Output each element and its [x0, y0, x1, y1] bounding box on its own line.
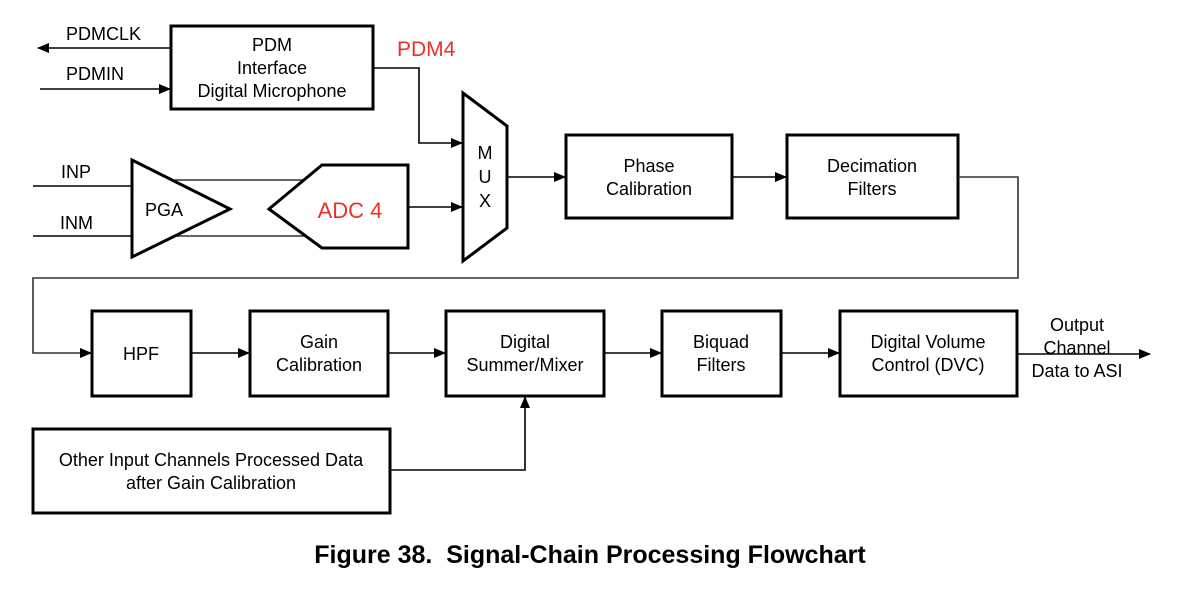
digital-summer-label-2: Summer/Mixer: [466, 355, 583, 375]
pga-block: PGA: [130, 157, 234, 260]
inp-label: INP: [61, 162, 91, 182]
pdm-interface-block: PDM Interface Digital Microphone: [169, 24, 375, 111]
decimation-filters-label-2: Filters: [848, 179, 897, 199]
mux-block: M U X: [461, 90, 509, 264]
digital-summer-block: Digital Summer/Mixer: [444, 309, 606, 398]
other-channels-label-2: after Gain Calibration: [126, 473, 296, 493]
biquad-filters-label-2: Filters: [697, 355, 746, 375]
figure-caption: Figure 38. Signal-Chain Processing Flowc…: [314, 541, 866, 569]
gain-calibration-label-2: Calibration: [276, 355, 362, 375]
dvc-label-1: Digital Volume: [870, 332, 985, 352]
mux-label-u: U: [479, 167, 492, 187]
pga-label: PGA: [145, 200, 183, 220]
pdm-interface-label-3: Digital Microphone: [197, 81, 346, 101]
pdmin-label: PDMIN: [66, 64, 124, 84]
gain-calibration-label-1: Gain: [300, 332, 338, 352]
pdm4-label: PDM4: [397, 38, 456, 61]
mux-label-m: M: [478, 143, 493, 163]
other-channels-block: Other Input Channels Processed Data afte…: [31, 427, 392, 515]
hpf-block: HPF: [90, 309, 193, 398]
output-label-2: Channel: [1043, 338, 1110, 358]
dvc-block: Digital Volume Control (DVC): [838, 309, 1019, 398]
pdm4-wire: [373, 67, 463, 148]
phase-calibration-block: Phase Calibration: [564, 133, 734, 220]
digital-summer-label-1: Digital: [500, 332, 550, 352]
pdm-interface-label-1: PDM: [252, 35, 292, 55]
other-channels-label-1: Other Input Channels Processed Data: [59, 450, 364, 470]
decimation-hpf-wire: [32, 176, 1019, 358]
phase-calibration-label-2: Calibration: [606, 179, 692, 199]
decimation-filters-block: Decimation Filters: [785, 133, 960, 220]
hpf-label: HPF: [123, 344, 159, 364]
biquad-filters-block: Biquad Filters: [660, 309, 783, 398]
decimation-filters-label-1: Decimation: [827, 156, 917, 176]
phase-calibration-label-1: Phase: [623, 156, 674, 176]
dvc-label-2: Control (DVC): [871, 355, 984, 375]
pdm-interface-label-2: Interface: [237, 58, 307, 78]
gain-calibration-block: Gain Calibration: [248, 309, 390, 398]
output-label-3: Data to ASI: [1031, 361, 1122, 381]
pdmclk-label: PDMCLK: [66, 24, 141, 44]
adc-label: ADC 4: [318, 198, 383, 223]
mux-label-x: X: [479, 191, 491, 211]
biquad-filters-label-1: Biquad: [693, 332, 749, 352]
output-label-1: Output: [1050, 315, 1104, 335]
other-summer-wire: [390, 396, 530, 471]
adc-block: ADC 4: [266, 163, 410, 250]
inm-label: INM: [60, 213, 93, 233]
